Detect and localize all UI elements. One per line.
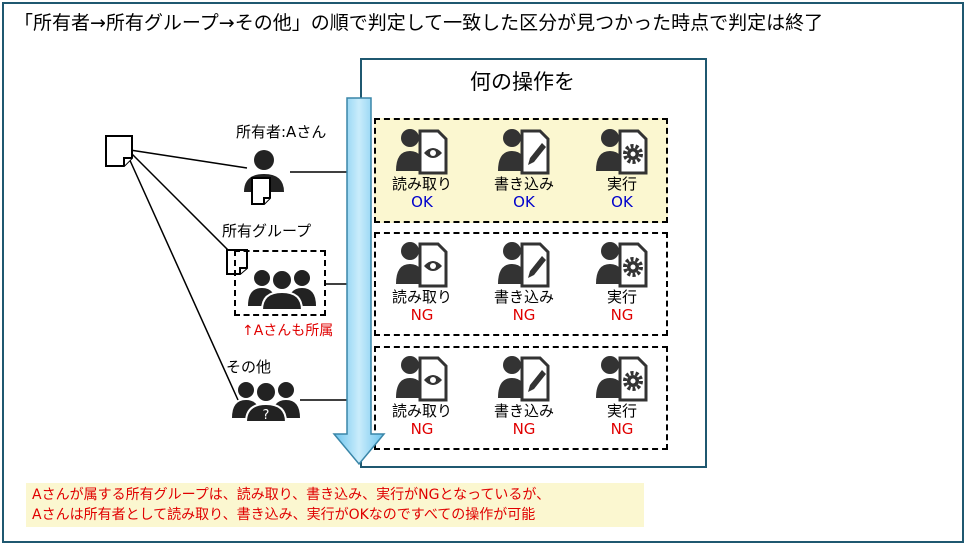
file-icon <box>105 135 133 167</box>
operations-header: 何の操作を <box>470 70 575 94</box>
operation-label: 読み取り <box>391 402 452 420</box>
other-permissions-panel <box>374 346 668 450</box>
evaluation-order-arrow <box>332 97 386 466</box>
operation-label: 書き込み <box>493 402 554 420</box>
operation-result: NG <box>410 420 434 438</box>
person-pen-icon <box>498 242 550 288</box>
operation-result: OK <box>611 193 633 211</box>
diagram-title: 「所有者→所有グループ→その他」の順で判定して一致した区分が見つかった時点で判定… <box>14 12 824 34</box>
person-gear-icon <box>596 356 648 402</box>
owner-write: 書き込み OK <box>476 127 572 211</box>
other-write: 書き込み NG <box>476 354 572 438</box>
operation-label: 書き込み <box>493 175 554 193</box>
group-execute: 実行 NG <box>574 240 670 324</box>
other-read: 読み取り NG <box>374 354 470 438</box>
person-gear-icon <box>596 129 648 175</box>
operation-label: 実行 <box>606 175 637 193</box>
person-eye-icon <box>396 129 448 175</box>
group-write: 書き込み NG <box>476 240 572 324</box>
operation-label: 実行 <box>606 402 637 420</box>
person-eye-icon <box>396 242 448 288</box>
explanation-note: Aさんが属する所有グループは、読み取り、書き込み、実行がNGとなっているが、 A… <box>26 483 644 527</box>
operation-result: NG <box>512 420 536 438</box>
operation-label: 読み取り <box>391 288 452 306</box>
others-users-icon: ? <box>232 381 300 423</box>
person-gear-icon <box>596 242 648 288</box>
group-dashed-box <box>234 250 326 316</box>
operation-result: OK <box>411 193 433 211</box>
group-membership-note: ↑Aさんも所属 <box>242 323 334 339</box>
group-label: 所有グループ <box>222 222 312 240</box>
operation-label: 実行 <box>606 288 637 306</box>
operation-result: OK <box>513 193 535 211</box>
owner-read: 読み取り OK <box>374 127 470 211</box>
explanation-line-1: Aさんが属する所有グループは、読み取り、書き込み、実行がNGとなっているが、 <box>32 487 551 503</box>
group-file-icon <box>226 249 248 275</box>
operation-result: NG <box>512 306 536 324</box>
person-pen-icon <box>498 356 550 402</box>
owner-label: 所有者:Aさん <box>236 123 327 141</box>
owner-execute: 実行 OK <box>574 127 670 211</box>
other-execute: 実行 NG <box>574 354 670 438</box>
person-pen-icon <box>498 129 550 175</box>
operation-result: NG <box>610 306 634 324</box>
group-read: 読み取り NG <box>374 240 470 324</box>
operation-label: 読み取り <box>391 175 452 193</box>
other-label: その他 <box>226 358 272 376</box>
owner-user-icon <box>244 150 284 205</box>
svg-text:?: ? <box>263 408 270 423</box>
group-permissions-panel <box>374 232 668 336</box>
operation-result: NG <box>410 306 434 324</box>
group-users-icon <box>248 269 316 311</box>
explanation-line-2: Aさんは所有者として読み取り、書き込み、実行がOKなのですべての操作が可能 <box>32 507 536 523</box>
person-eye-icon <box>396 356 448 402</box>
operation-result: NG <box>610 420 634 438</box>
operation-label: 書き込み <box>493 288 554 306</box>
